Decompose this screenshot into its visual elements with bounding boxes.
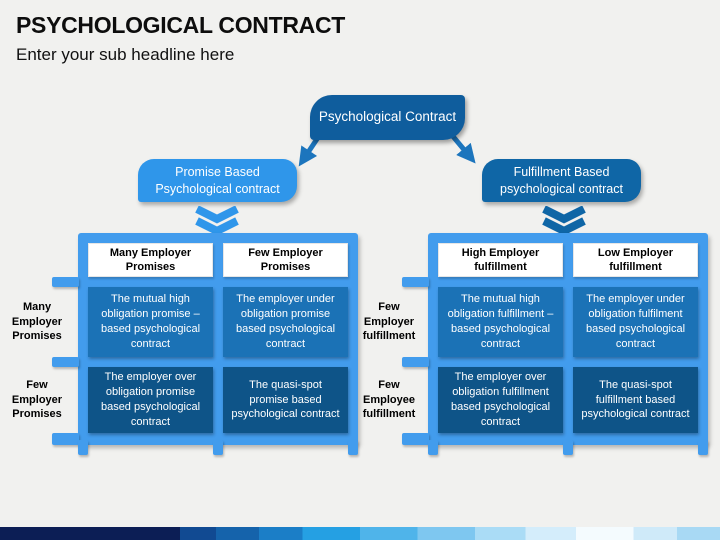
matrix-cell: The employer under obligation promise ba… [223,287,348,357]
grid-tick [402,357,429,367]
chevron-stroke [195,206,239,224]
row-header: Few Employee fulfillment [362,378,416,421]
grid-tick [428,440,438,455]
column-header: High Employer fulfillment [438,243,563,277]
chevron-stroke [542,217,586,233]
fulfillment-matrix-table: High Employer fulfillment Low Employer f… [428,233,708,445]
column-header: Few Employer Promises [223,243,348,277]
grid-tick [698,440,708,455]
matrix-cell: The employer over obligation fulfillment… [438,367,563,433]
grid-tick [348,440,358,455]
grid-tick [563,440,573,455]
branch-promise-label: Promise Based Psychological contract [155,165,280,196]
page-subtitle: Enter your sub headline here [16,45,235,64]
chevron-down-icon [195,206,239,233]
row-header: Few Employer fulfillment [362,300,416,343]
chevron-stroke [195,217,239,233]
chevron-stroke [542,206,586,224]
root-node-label: Psychological Contract [318,109,457,125]
matrix-cell: The employer over obligation promise bas… [88,367,213,433]
footer-gradient-bar [0,527,720,540]
row-header: Many Employer Promises [11,300,63,343]
branch-fulfillment-label: Fulfillment Based psychological contract [500,165,623,196]
branch-promise-based: Promise Based Psychological contract [138,159,297,202]
matrix-cell: The mutual high obligation fulfillment –… [438,287,563,357]
grid-tick [402,433,429,445]
grid-tick [52,433,79,445]
column-header: Low Employer fulfillment [573,243,698,277]
branch-fulfillment-based: Fulfillment Based psychological contract [482,159,641,202]
promise-matrix-table: Many Employer Promises Few Employer Prom… [78,233,358,445]
grid-tick [78,440,88,455]
column-header: Many Employer Promises [88,243,213,277]
grid-tick [52,357,79,367]
grid-tick [402,277,429,287]
chevron-down-icon [542,206,586,233]
matrix-cell: The employer under obligation fulfilment… [573,287,698,357]
page-title: PSYCHOLOGICAL CONTRACT [16,12,346,38]
grid-tick [213,440,223,455]
matrix-cell: The mutual high obligation promise – bas… [88,287,213,357]
matrix-cell: The quasi-spot fulfillment based psychol… [573,367,698,433]
grid-tick [52,277,79,287]
matrix-cell: The quasi-spot promise based psychologic… [223,367,348,433]
root-node-psychological-contract: Psychological Contract [310,95,465,140]
row-header: Few Employer Promises [11,378,63,421]
